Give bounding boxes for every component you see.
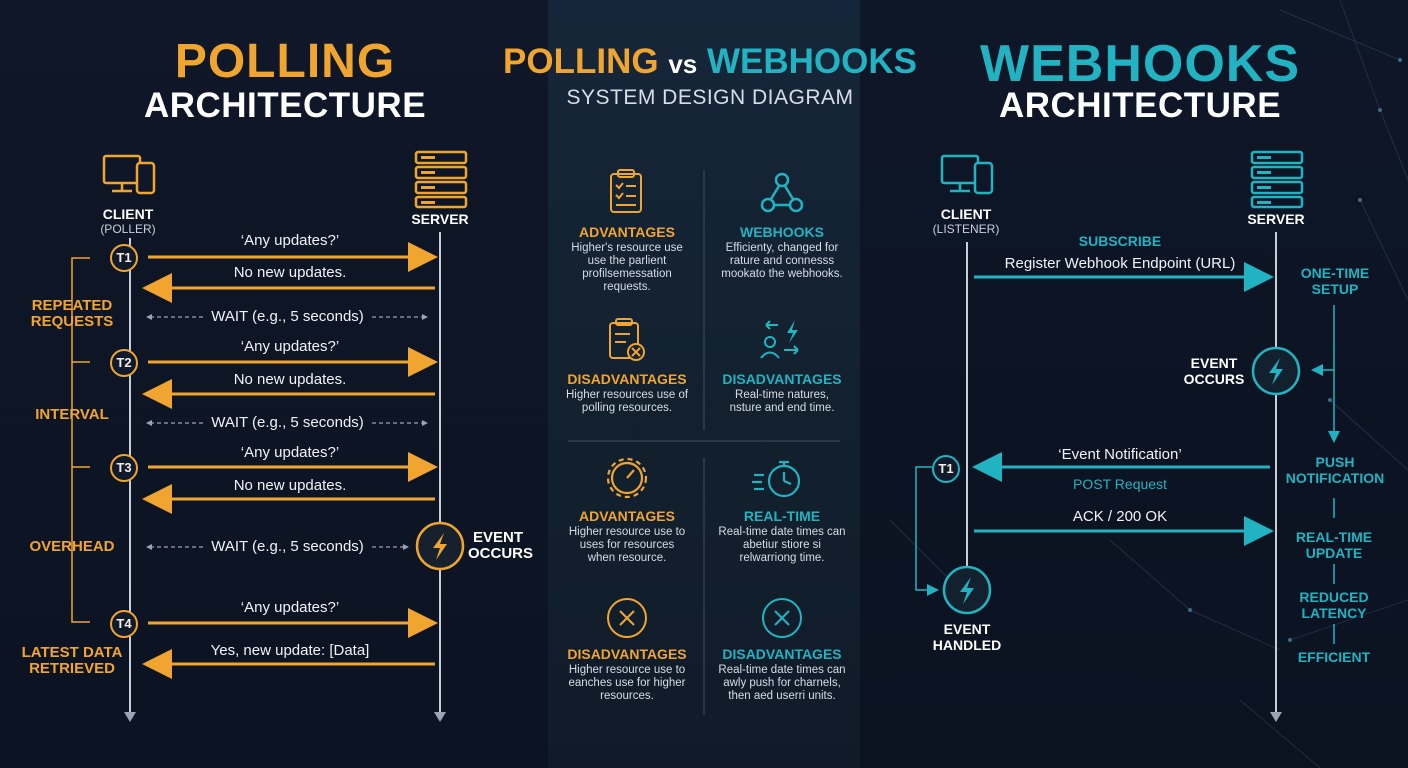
center-title-polling: POLLING: [503, 42, 659, 81]
real-time-heading: REAL-TIME: [743, 508, 821, 524]
setup-connector: [1311, 305, 1335, 376]
center-title-vs: vs: [668, 49, 698, 79]
server-rack-icon: [414, 150, 468, 209]
efficient-label: EFFICIENT: [1297, 649, 1371, 665]
disadvantages-heading-4: DISADVANTAGES: [722, 646, 842, 662]
webhook-server-label: SERVER: [1247, 211, 1305, 227]
real-time-body: Real-time date times can abetiur stiore …: [718, 526, 846, 564]
response-text-t3: No new updates.: [233, 477, 347, 494]
polling-diagram: [71, 150, 468, 722]
comparison-icons: [568, 169, 840, 715]
clipboard-x-icon: [609, 318, 645, 361]
latest-data-label: LATEST DATA RETRIEVED: [21, 644, 123, 677]
webhook-server-rack-icon: [1250, 150, 1304, 209]
timestep-badge-t3: T3: [110, 454, 138, 482]
webhooks-diagram: [915, 150, 1340, 722]
disadvantages-body-3: Higher resource use to eanches use for h…: [568, 664, 686, 702]
client-lifeline-arrow: [124, 712, 136, 722]
lightning-icon: [433, 533, 447, 560]
listener-computer-icon: [940, 154, 994, 195]
post-request-text: POST Request: [1073, 476, 1167, 492]
webhook-event-occurs-label: EVENT OCCURS: [1183, 355, 1245, 387]
center-title: POLLING vs WEBHOOKS: [470, 42, 950, 82]
timestep-badge-t4: T4: [110, 610, 138, 638]
circle-x-icon: [762, 598, 802, 638]
stopwatch-icon: [752, 460, 801, 498]
polling-client-sub: (POLLER): [100, 222, 156, 236]
webhook-timestep-badge-t1: T1: [932, 455, 960, 483]
gear-gauge-icon: [606, 457, 648, 499]
wait-text-1: WAIT (e.g., 5 seconds): [211, 308, 364, 325]
advantages-heading-1: ADVANTAGES: [579, 224, 675, 240]
webhook-server-lifeline-arrow: [1270, 712, 1282, 722]
webhook-client-sub: (LISTENER): [932, 222, 1000, 236]
clipboard-checklist-icon: [610, 169, 642, 213]
disadvantages-body-2: Real-time natures, nsture and end time.: [729, 389, 835, 414]
polling-subtitle: ARCHITECTURE: [143, 86, 427, 125]
wait-text-2: WAIT (e.g., 5 seconds): [211, 414, 364, 431]
user-lightning-icon: [760, 320, 799, 359]
webhooks-title: WEBHOOKS: [980, 35, 1300, 93]
notification-text: ‘Event Notification’: [1058, 446, 1182, 463]
response-text-t2: No new updates.: [233, 371, 347, 388]
overhead-label: OVERHEAD: [29, 538, 115, 555]
advantages-body-2: Higher resource use to uses for resource…: [568, 526, 686, 564]
real-time-update-label: REAL-TIME UPDATE: [1295, 529, 1373, 561]
webhook-icon: [760, 172, 804, 213]
disadvantages-heading-2: DISADVANTAGES: [722, 371, 842, 387]
subscribe-label: SUBSCRIBE: [1078, 233, 1162, 249]
response-text-t4: Yes, new update: [Data]: [210, 642, 370, 659]
polling-client-label: CLIENT: [102, 206, 154, 222]
request-text-t4: ‘Any updates?’: [240, 599, 340, 616]
response-text-t1: No new updates.: [233, 264, 347, 281]
one-time-setup-label: ONE-TIME SETUP: [1300, 265, 1370, 297]
polling-event-occurs-label: EVENT OCCURS: [468, 529, 534, 562]
benefit-connector-lines: [1333, 498, 1335, 644]
register-text: Register Webhook Endpoint (URL): [1004, 255, 1236, 272]
webhook-client-label: CLIENT: [940, 206, 992, 222]
timestep-badge-t1: T1: [110, 244, 138, 272]
request-text-t2: ‘Any updates?’: [240, 338, 340, 355]
circle-x-icon: [607, 598, 647, 638]
advantages-body-1: Higher's resource use use the parlient p…: [571, 242, 683, 293]
repeat-bracket: [71, 257, 90, 623]
lightning-icon: [1269, 358, 1283, 385]
wait-text-3: WAIT (e.g., 5 seconds): [211, 538, 364, 555]
repeated-requests-label: REPEATED REQUESTS: [30, 297, 114, 330]
advantages-heading-2: ADVANTAGES: [579, 508, 675, 524]
client-computer-icon: [102, 154, 156, 195]
webhooks-panel-background: [860, 0, 1408, 768]
network-decoration: [889, 0, 1408, 768]
request-text-t1: ‘Any updates?’: [240, 232, 340, 249]
timestep-badge-t2: T2: [110, 349, 138, 377]
disadvantages-body-4: Real-time date times can awly push for c…: [718, 664, 846, 702]
handle-loop-connector: [915, 466, 939, 596]
disadvantages-body-1: Higher resources use of polling resource…: [565, 389, 689, 414]
center-title-webhooks: WEBHOOKS: [706, 42, 917, 81]
webhooks-subtitle: ARCHITECTURE: [998, 86, 1282, 125]
interval-label: INTERVAL: [35, 406, 109, 423]
center-subtitle: SYSTEM DESIGN DIAGRAM: [566, 86, 854, 109]
polling-server-label: SERVER: [411, 211, 469, 227]
polling-panel-background: [0, 0, 548, 768]
lightning-icon: [960, 577, 974, 604]
ack-text: ACK / 200 OK: [1072, 508, 1168, 525]
request-text-t3: ‘Any updates?’: [240, 444, 340, 461]
server-lifeline-arrow: [434, 712, 446, 722]
event-handled-label: EVENT HANDLED: [932, 621, 1002, 653]
push-notification-label: PUSH NOTIFICATION: [1285, 454, 1385, 486]
disadvantages-heading-1: DISADVANTAGES: [567, 371, 687, 387]
disadvantages-heading-3: DISADVANTAGES: [567, 646, 687, 662]
webhooks-heading: WEBHOOKS: [740, 224, 824, 240]
webhooks-body: Efficienty, changed for rature and conne…: [721, 242, 843, 280]
reduced-latency-label: REDUCED LATENCY: [1299, 589, 1369, 621]
polling-title: POLLING: [174, 35, 396, 88]
